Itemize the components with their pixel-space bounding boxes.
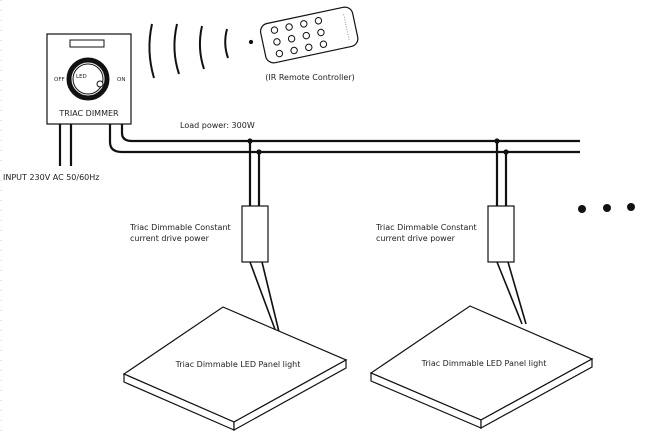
driver-2: Triac Dimmable Constant current drive po… (375, 138, 527, 325)
bus-wire-lower (108, 124, 580, 154)
remote-button (287, 35, 296, 43)
driver-2-box (487, 205, 515, 263)
remote-button (302, 31, 310, 40)
ir-signal-waves (148, 23, 254, 79)
driver-2-label-line1: Triac Dimmable Constant (375, 223, 477, 232)
driver-1: Triac Dimmable Constant current drive po… (129, 138, 280, 333)
dimmer-label: TRIAC DIMMER (58, 109, 119, 118)
junction-dot (494, 138, 500, 144)
led-panel-1: Triac Dimmable LED Panel light (122, 306, 348, 432)
panel-2-side-edge (480, 357, 593, 430)
panel-1-label: Triac Dimmable LED Panel light (175, 360, 301, 369)
remote-caption: (IR Remote Controller) (265, 73, 354, 82)
panel-2-label: Triac Dimmable LED Panel light (421, 359, 547, 368)
remote-button (314, 17, 323, 25)
remote-button (300, 20, 308, 28)
dimmer-knob-ring (66, 57, 110, 101)
driver-2-label-line2: current drive power (376, 234, 456, 243)
driver-1-label-line2: current drive power (130, 234, 210, 243)
knob-on-label: ON (117, 77, 125, 83)
remote-side-text (343, 14, 350, 40)
load-label: Load power: 300W (180, 121, 255, 130)
input-label: INPUT 230V AC 50/60Hz (3, 173, 99, 182)
remote-button (270, 26, 279, 34)
junction-dot (247, 138, 253, 144)
remote-button (305, 43, 313, 52)
panel-1-side-edge (233, 358, 347, 432)
dimmer-slot (69, 39, 105, 48)
remote-button (319, 40, 328, 48)
remote-button (273, 38, 281, 46)
remote-buttons (270, 17, 328, 58)
driver-1-out-b (261, 261, 280, 333)
led-panel-2: Triac Dimmable LED Panel light (369, 305, 594, 430)
remote-button (317, 28, 325, 37)
junction-dot (503, 149, 509, 155)
driver-2-out-a (496, 261, 523, 325)
bus-wire-upper (120, 124, 580, 143)
remote-button (285, 23, 293, 31)
remote-button (275, 49, 284, 58)
dimmer-led-dot (96, 80, 104, 88)
knob-led-label: LED (76, 74, 87, 80)
driver-1-box (241, 205, 269, 263)
ir-remote: (IR Remote Controller) (259, 6, 359, 82)
remote-button (290, 46, 298, 55)
junction-dot (256, 149, 262, 155)
driver-1-label-line1: Triac Dimmable Constant (129, 223, 231, 232)
dimmer-knob (72, 63, 104, 95)
triac-dimmer: OFF LED ON TRIAC DIMMER (46, 33, 132, 125)
driver-1-out-a (249, 261, 277, 333)
knob-off-label: OFF (54, 77, 65, 83)
driver-2-out-b (507, 261, 527, 325)
continuation-dots (578, 203, 635, 213)
